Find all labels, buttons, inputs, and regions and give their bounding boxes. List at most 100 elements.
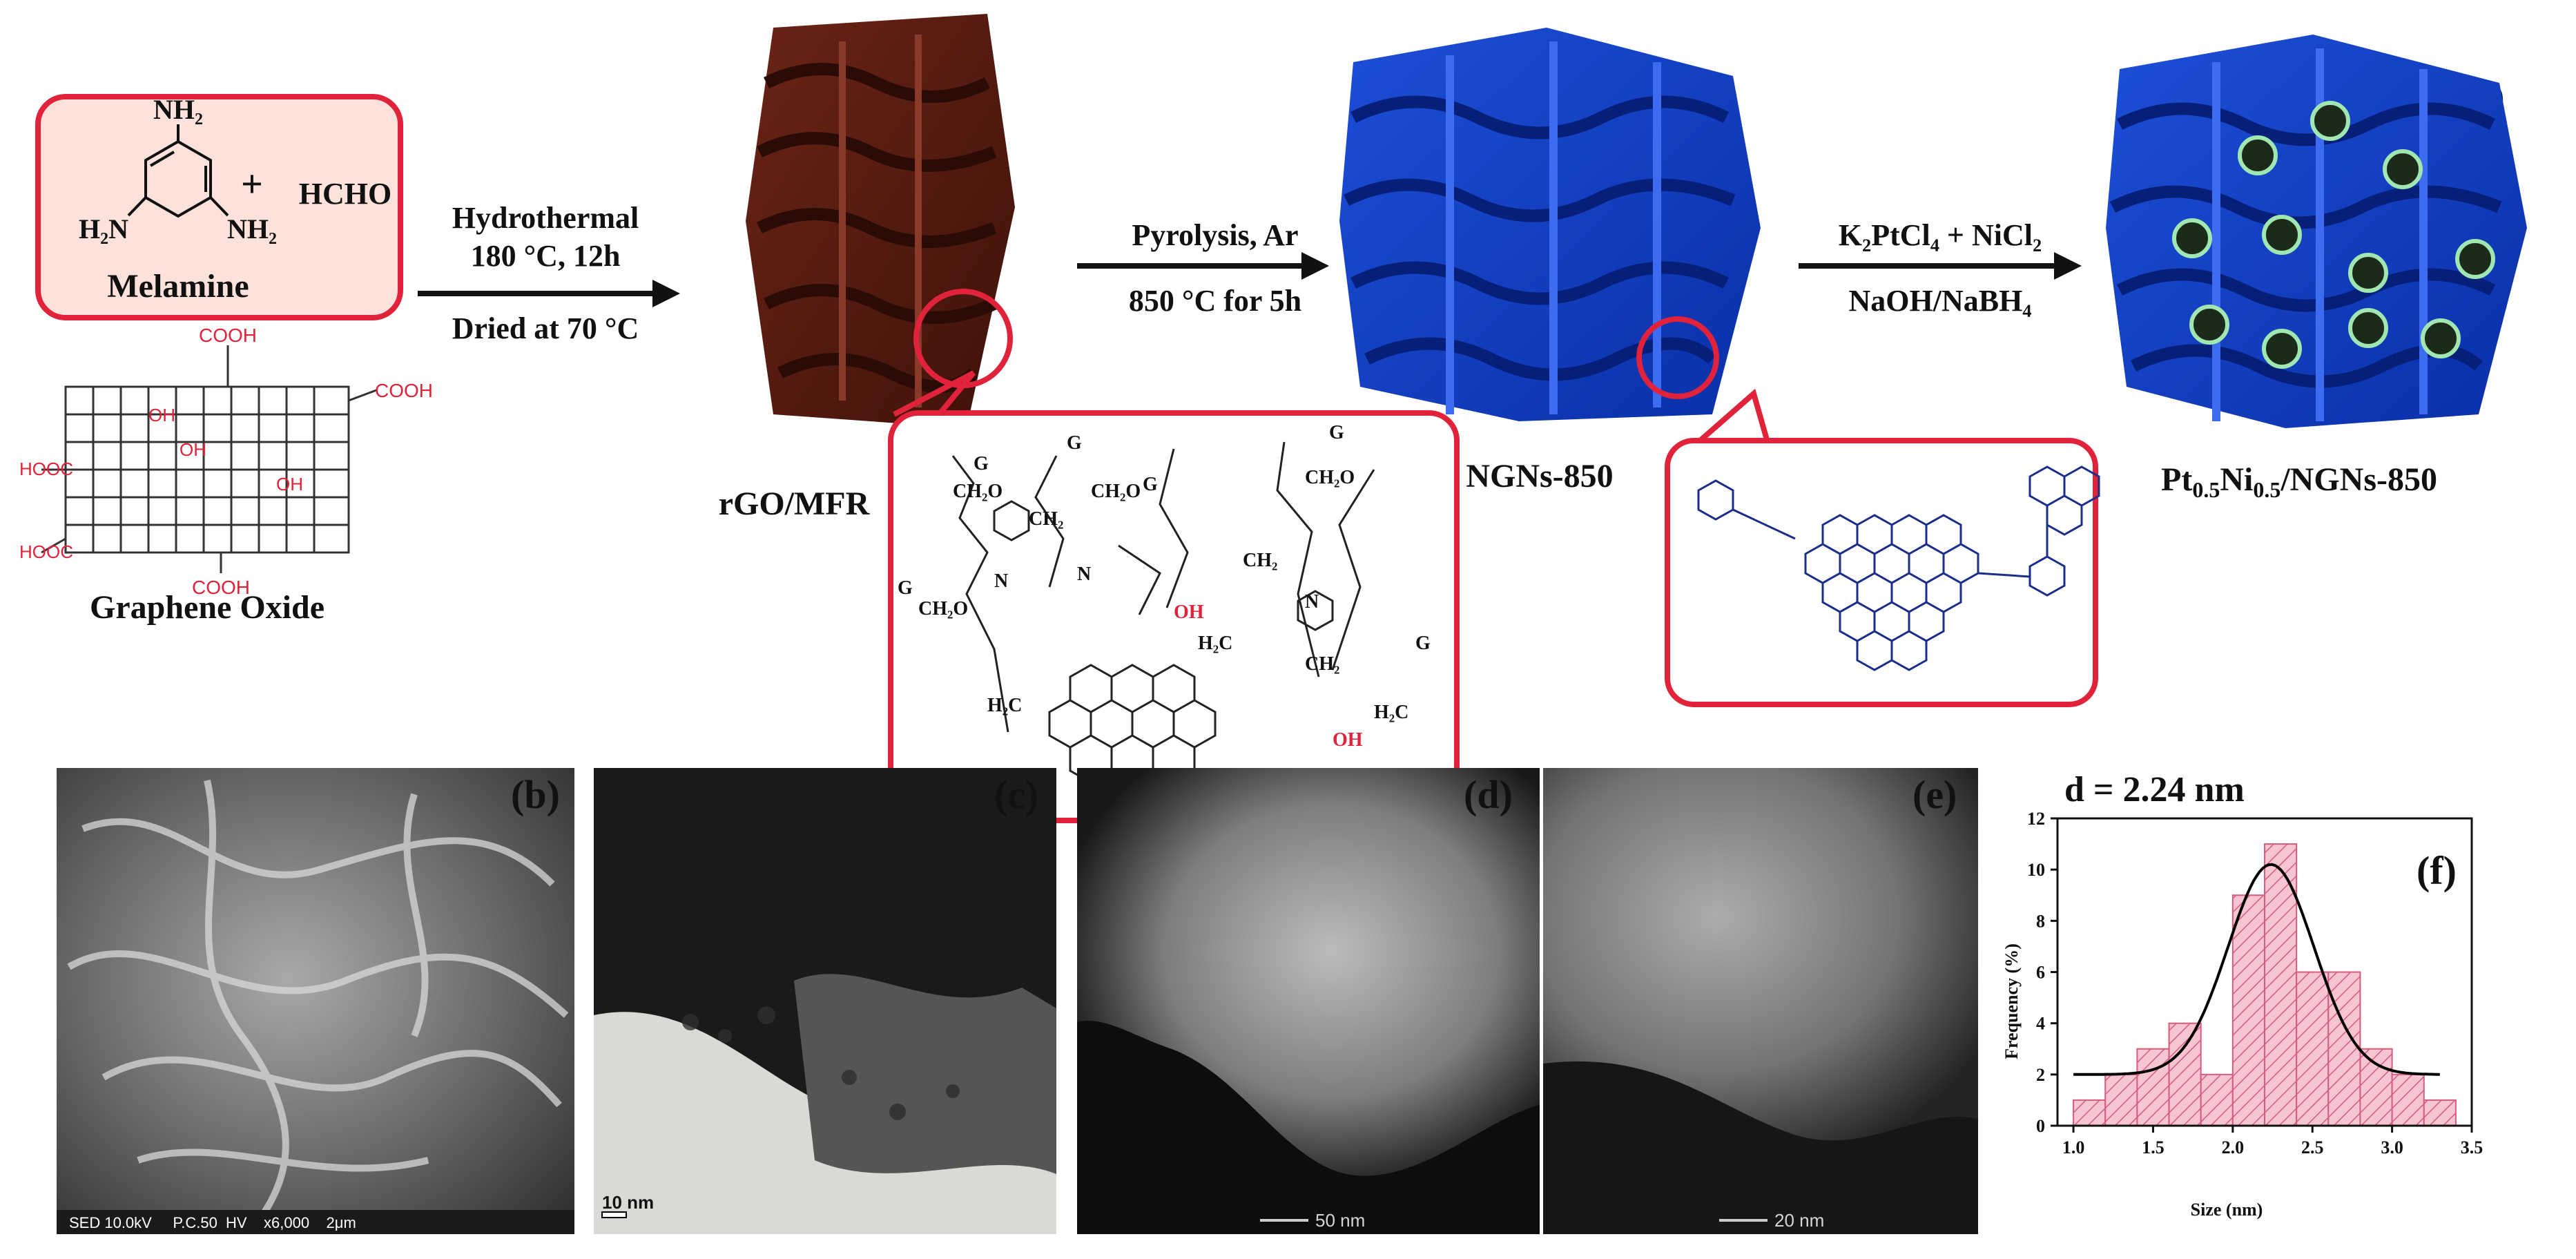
histogram-bar bbox=[2200, 1073, 2234, 1127]
histogram-bar bbox=[2327, 971, 2361, 1126]
inset-label-g5: G bbox=[898, 577, 913, 599]
melamine-structure-icon bbox=[127, 124, 229, 218]
go-oh-2: OH bbox=[180, 439, 206, 460]
inset-label-g1: G bbox=[974, 453, 989, 474]
step3-line1: K₂PtCl₄ + NiCl₂ bbox=[1839, 218, 2042, 252]
histogram-bar bbox=[2073, 1099, 2107, 1126]
panel-f-ylabel: Frequency (%) bbox=[2002, 943, 2022, 1059]
plus-sign: + bbox=[241, 163, 263, 206]
step2-arrow-head-icon bbox=[1301, 252, 1329, 280]
inset-label-ch2o3: CH₂O bbox=[1305, 467, 1355, 488]
x-tick-label: 2.5 bbox=[2301, 1137, 2324, 1157]
ptni-nanoparticles bbox=[2172, 101, 2495, 369]
panel-f-plot-area: 1.0 1.5 2.0 2.5 3.0 3.5 0 2 4 6 8 10 12 bbox=[2027, 809, 2483, 1157]
histogram-bar bbox=[2104, 1073, 2138, 1127]
panel-c-tag: (c) bbox=[994, 772, 1038, 817]
histogram-bar bbox=[2359, 1048, 2393, 1126]
melamine-label: Melamine bbox=[107, 268, 249, 305]
panel-c-tem-image: 10 nm (c) bbox=[594, 768, 1056, 1234]
inset-label-g3: G bbox=[1143, 474, 1158, 495]
step1-line1: Hydrothermal bbox=[452, 201, 639, 235]
ngns-inset bbox=[1665, 388, 2100, 707]
y-tick-label: 12 bbox=[2027, 809, 2045, 829]
inset-label-ch2o4: CH₂O bbox=[918, 598, 968, 619]
panel-f-xlabel: Size (nm) bbox=[2191, 1200, 2263, 1220]
inset-label-h2c2: H₂C bbox=[987, 695, 1022, 716]
inset-label-ch2-2: CH₂ bbox=[1243, 550, 1277, 571]
step2-arrow: Pyrolysis, Ar 850 °C for 5h bbox=[1077, 218, 1329, 318]
panel-d-tag: (d) bbox=[1464, 772, 1513, 817]
sem-footer: SED 10.0kV P.C.50 HV x6,000 2μm bbox=[69, 1214, 356, 1231]
graphene-oxide-label: Graphene Oxide bbox=[90, 589, 325, 626]
rgo-inset-groups: G G G G G G CH₂O CH₂O CH₂O CH₂O CH₂ CH₂ … bbox=[898, 422, 1431, 751]
inset-label-g2: G bbox=[1067, 432, 1082, 454]
inset-label-ch2-1: CH₂ bbox=[1029, 508, 1063, 530]
go-cooh-bottom: COOH bbox=[192, 577, 250, 598]
histogram-bar bbox=[2168, 1022, 2202, 1126]
panel-e-scale: 20 nm bbox=[1774, 1210, 1824, 1231]
ngns-inset-molecule-icon bbox=[1697, 465, 2100, 671]
step2-line1: Pyrolysis, Ar bbox=[1132, 218, 1298, 252]
x-tick-label: 3.0 bbox=[2381, 1137, 2403, 1157]
go-oh-1: OH bbox=[148, 405, 175, 425]
step3-arrow: K₂PtCl₄ + NiCl₂ NaOH/NaBH₄ bbox=[1799, 218, 2082, 318]
rgo-mfr-inset: G G G G G G CH₂O CH₂O CH₂O CH₂O CH₂ CH₂ … bbox=[888, 370, 1460, 823]
step2-line2: 850 °C for 5h bbox=[1129, 284, 1301, 318]
y-tick-label: 8 bbox=[2036, 911, 2045, 931]
ptni-ngns-label: Pt0.5Ni0.5/NGNs-850 bbox=[2161, 461, 2437, 502]
nh2-right-label: NH₂ bbox=[227, 213, 277, 244]
y-tick-label: 6 bbox=[2036, 963, 2045, 983]
panel-b-sem-image: SED 10.0kV P.C.50 HV x6,000 2μm (b) bbox=[57, 768, 574, 1234]
histogram-bar bbox=[2296, 971, 2330, 1126]
y-tick-label: 4 bbox=[2036, 1014, 2045, 1034]
go-cooh-right: COOH bbox=[375, 380, 433, 401]
nh2-top-label: NH₂ bbox=[153, 94, 203, 125]
histogram-bar bbox=[2136, 1048, 2170, 1126]
inset-label-h2c1: H₂C bbox=[1198, 633, 1232, 654]
go-oh-3: OH bbox=[276, 474, 303, 494]
step1-arrow-head-icon bbox=[652, 280, 680, 307]
y-tick-label: 10 bbox=[2027, 860, 2045, 880]
inset-label-g6: G bbox=[1415, 633, 1431, 654]
x-tick-label: 3.5 bbox=[2461, 1137, 2483, 1157]
histogram-bar bbox=[2391, 1073, 2425, 1127]
inset-label-ch2o2: CH₂O bbox=[1091, 481, 1141, 502]
histogram-bar bbox=[2231, 894, 2266, 1126]
go-hooc-left: HOOC bbox=[19, 459, 73, 479]
inset-label-oh2: OH bbox=[1333, 729, 1363, 751]
inset-label-h2c3: H₂C bbox=[1374, 702, 1408, 723]
ptni-ngns-structure-icon bbox=[2106, 35, 2527, 428]
panel-f-tag: (f) bbox=[2417, 848, 2457, 893]
go-hooc-bottom: HOOC bbox=[19, 541, 73, 562]
ngns-label: NGNs-850 bbox=[1466, 458, 1613, 494]
histogram-bar bbox=[2264, 843, 2298, 1127]
step3-line2: NaOH/NaBH₄ bbox=[1849, 284, 2032, 318]
inset-label-n1: N bbox=[994, 570, 1008, 592]
step3-arrow-head-icon bbox=[2054, 252, 2082, 280]
step1-line2: 180 °C, 12h bbox=[471, 239, 621, 273]
rgo-mfr-label: rGO/MFR bbox=[719, 486, 871, 522]
ngns-structure-icon bbox=[1339, 28, 1761, 421]
y-tick-label: 2 bbox=[2036, 1065, 2045, 1085]
panel-e-tag: (e) bbox=[1912, 772, 1957, 817]
graphene-oxide-structure: COOH COOH HOOC HOOC COOH OH OH OH Graphe… bbox=[19, 325, 433, 626]
inset-label-ch2o1: CH₂O bbox=[953, 481, 1003, 502]
x-tick-label: 1.0 bbox=[2062, 1137, 2085, 1157]
panel-d-stem-image: 50 nm (d) bbox=[1077, 768, 1540, 1234]
melamine-box: NH₂ H₂N NH₂ Melamine + HCHO bbox=[35, 94, 403, 320]
gaussian-fit-line bbox=[2073, 863, 2440, 1076]
inset-label-oh1: OH bbox=[1174, 602, 1204, 623]
histogram-bar bbox=[2423, 1099, 2457, 1126]
x-tick-label: 1.5 bbox=[2142, 1137, 2165, 1157]
inset-label-ch2-3: CH₂ bbox=[1305, 653, 1339, 675]
panel-b-tag: (b) bbox=[511, 772, 560, 817]
y-tick-label: 0 bbox=[2036, 1116, 2045, 1136]
hcho-label: HCHO bbox=[299, 177, 391, 211]
step1-line3: Dried at 70 °C bbox=[452, 311, 639, 345]
inset-label-g4: G bbox=[1329, 422, 1344, 443]
panel-e-stem-image: 20 nm (e) bbox=[1543, 768, 1978, 1234]
h2n-label: H₂N bbox=[79, 213, 128, 244]
x-tick-label: 2.0 bbox=[2222, 1137, 2245, 1157]
